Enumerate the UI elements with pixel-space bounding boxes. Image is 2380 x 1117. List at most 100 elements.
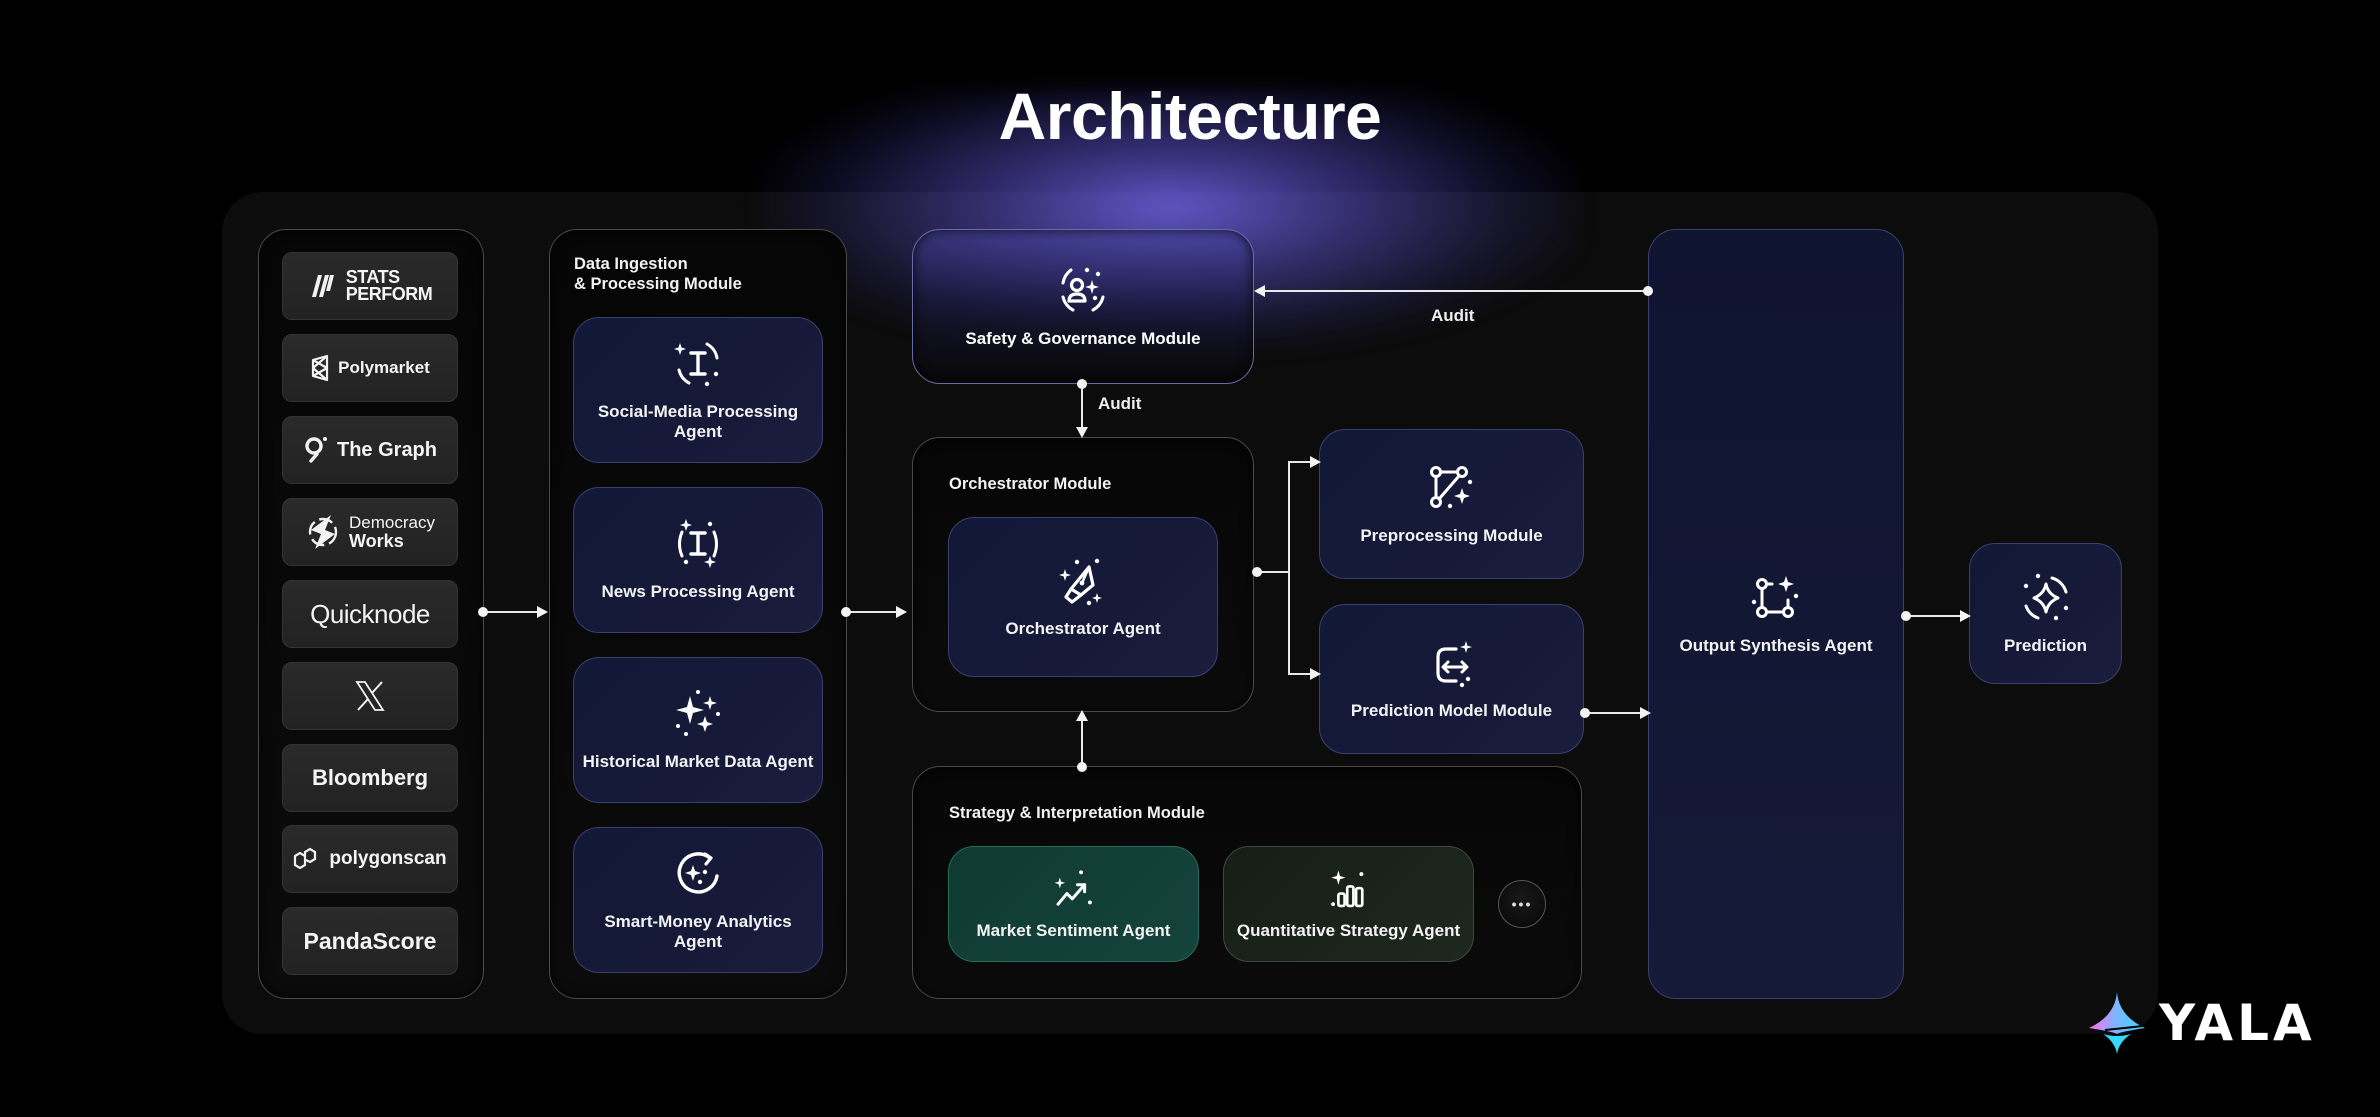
ingestion-module-title: Data Ingestion [574, 255, 688, 273]
source-label: Works [349, 531, 404, 551]
arrow-head-icon [1310, 456, 1321, 468]
strategy-module-title: Strategy & Interpretation Module [949, 804, 1205, 822]
democracy-works-logo-icon [308, 515, 338, 549]
source-pandascore[interactable]: PandaScore [282, 907, 458, 975]
source-polymarket[interactable]: Polymarket [282, 334, 458, 402]
agent-label: Output Synthesis Agent [1679, 636, 1873, 655]
connector-dot [1580, 708, 1590, 718]
agent-label: Smart-Money Analytics [604, 912, 792, 931]
arrow-head-icon [537, 606, 548, 618]
connector-sources-ingestion [483, 611, 537, 613]
orchestrator-module-title: Orchestrator Module [949, 475, 1112, 493]
connector-dot [1643, 286, 1653, 296]
agent-label: Social-Media Processing [597, 402, 799, 421]
market-sentiment-agent-card[interactable]: Market Sentiment Agent [948, 846, 1199, 962]
arrow-head-icon [1254, 285, 1265, 297]
page-title: Architecture [998, 79, 1382, 153]
quantitative-strategy-agent-card[interactable]: Quantitative Strategy Agent [1223, 846, 1474, 962]
star-sparkle-icon [2023, 573, 2068, 620]
audit-label-vertical: Audit [1098, 394, 1142, 413]
swap-sparkle-icon [1435, 641, 1472, 688]
agent-label: Market Sentiment Agent [976, 921, 1171, 940]
ingestion-module-title: & Processing Module [574, 275, 742, 293]
source-stats-perform[interactable]: STATS PERFORM [282, 252, 458, 320]
x-logo-icon [355, 681, 385, 711]
source-x[interactable]: X [282, 662, 458, 730]
source-label: Polymarket [338, 358, 430, 377]
arrow-head-icon [1640, 707, 1651, 719]
module-label: Preprocessing Module [1360, 526, 1543, 545]
agent-label: Agent [673, 932, 723, 951]
trend-up-sparkle-icon [1054, 870, 1092, 906]
source-label: PandaScore [303, 927, 437, 954]
source-the-graph[interactable]: The Graph [282, 416, 458, 484]
text-cursor-sparkle-icon [674, 342, 719, 387]
vector-path-sparkle-icon [1429, 466, 1472, 509]
connector-ingestion-orchestrator [846, 611, 896, 613]
brand-logo: YALA [2085, 990, 2316, 1056]
arrow-head-icon [1076, 427, 1088, 438]
safety-governance-module[interactable]: Safety & Governance Module [912, 229, 1254, 384]
connector-strategy-orchestrator [1081, 720, 1083, 765]
source-quicknode[interactable]: Quicknode [282, 580, 458, 648]
connector-dot [1901, 611, 1911, 621]
connector-dot [1077, 379, 1087, 389]
connector-output-safety [1265, 290, 1647, 292]
connector-output-prediction [1906, 615, 1960, 617]
polymarket-logo-icon [312, 354, 329, 382]
prediction-label: Prediction [2003, 635, 2088, 655]
orchestrator-agent-card[interactable]: Orchestrator Agent [948, 517, 1218, 677]
smart-money-agent-card[interactable]: Smart-Money Analytics Agent [573, 827, 823, 973]
user-sparkle-icon [1061, 267, 1105, 311]
source-label: Bloomberg [311, 765, 429, 790]
sparkles-icon [676, 690, 720, 736]
arrow-head-icon [1960, 610, 1971, 622]
the-graph-logo-icon [305, 437, 327, 463]
connector-to-preprocessing [1288, 461, 1310, 463]
audit-label-top: Audit [1431, 306, 1475, 325]
polygonscan-logo-icon [294, 847, 317, 870]
module-label: Prediction Model Module [1350, 701, 1553, 720]
agent-label: Historical Market Data Agent [582, 752, 814, 771]
source-label: STATS [345, 267, 400, 287]
arrow-head-icon [1310, 668, 1321, 680]
stats-perform-logo-icon [311, 275, 334, 297]
source-label: polygonscan [329, 848, 447, 869]
agent-label: Agent [673, 422, 723, 441]
agent-label: News Processing Agent [601, 582, 795, 601]
text-cursor-brackets-icon [678, 519, 718, 568]
bar-chart-sparkle-icon [1330, 870, 1364, 908]
connector-dot [1252, 567, 1262, 577]
source-bloomberg[interactable]: Bloomberg [282, 744, 458, 812]
yala-spinning-top-icon [2089, 992, 2145, 1054]
source-label: Democracy [349, 513, 435, 532]
more-icon: ••• [1511, 896, 1533, 912]
connector-dot [1077, 762, 1087, 772]
nodes-sparkle-icon [1751, 576, 1799, 618]
social-media-agent-card[interactable]: Social-Media Processing Agent [573, 317, 823, 463]
source-label: PERFORM [345, 284, 433, 304]
output-synthesis-agent-card[interactable]: Output Synthesis Agent [1648, 229, 1904, 999]
refresh-sparkle-icon [677, 852, 719, 894]
more-agents-button[interactable]: ••• [1498, 880, 1546, 928]
brand-wordmark: YALA [2159, 994, 2316, 1052]
source-label: Quicknode [310, 598, 430, 629]
connector-split-vertical [1288, 461, 1290, 675]
news-agent-card[interactable]: News Processing Agent [573, 487, 823, 633]
source-label: The Graph [336, 438, 437, 461]
connector-dot [478, 607, 488, 617]
connector-prediction-output [1585, 712, 1640, 714]
connector-to-prediction-model [1288, 673, 1310, 675]
preprocessing-module-card[interactable]: Preprocessing Module [1319, 429, 1584, 579]
source-polygonscan[interactable]: polygonscan [282, 825, 458, 893]
connector-dot [841, 607, 851, 617]
safety-module-label: Safety & Governance Module [965, 328, 1201, 348]
agent-label: Orchestrator Agent [1005, 619, 1161, 638]
arrow-head-icon [1076, 710, 1088, 721]
connector-orchestrator-split [1257, 571, 1290, 573]
connector-safety-orchestrator [1081, 384, 1083, 436]
prediction-model-module-card[interactable]: Prediction Model Module [1319, 604, 1584, 754]
source-democracy-works[interactable]: Democracy Works [282, 498, 458, 566]
prediction-card[interactable]: Prediction [1969, 543, 2122, 684]
historical-market-agent-card[interactable]: Historical Market Data Agent [573, 657, 823, 803]
